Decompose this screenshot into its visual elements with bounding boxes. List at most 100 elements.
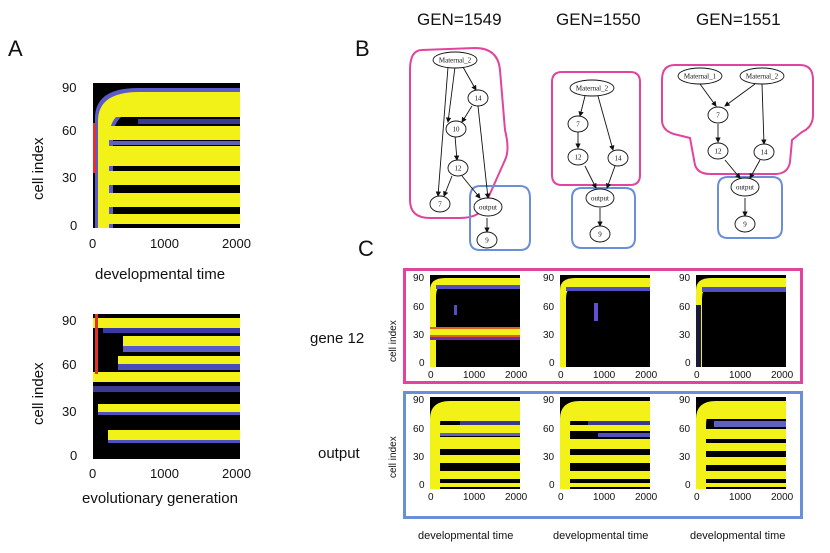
tick: 0 bbox=[428, 370, 434, 381]
network-1549-blue-group bbox=[469, 185, 531, 251]
node-maternal-2: Maternal_2 bbox=[739, 67, 785, 85]
panel-c-xlabel-1550: developmental time bbox=[553, 530, 649, 542]
tick: 30 bbox=[543, 330, 555, 341]
node-maternal-1: Maternal_1 bbox=[677, 67, 723, 85]
tick: 30 bbox=[62, 404, 77, 419]
panel-b-networks: Maternal_2 14 10 12 7 output 9 Maternal_… bbox=[409, 46, 814, 251]
tick: 60 bbox=[543, 424, 555, 435]
svg-text:12: 12 bbox=[715, 148, 723, 156]
svg-text:10: 10 bbox=[453, 126, 461, 134]
tick: 0 bbox=[685, 358, 691, 369]
tick: 0 bbox=[89, 236, 97, 251]
network-1551-magenta-group bbox=[661, 64, 814, 175]
svg-text:Maternal_2: Maternal_2 bbox=[576, 85, 609, 93]
network-1549-magenta-group bbox=[409, 46, 509, 219]
tick: 0 bbox=[694, 492, 700, 503]
svg-text:Maternal_2: Maternal_2 bbox=[746, 73, 779, 81]
tick: 2000 bbox=[505, 492, 528, 503]
tick: 0 bbox=[419, 358, 425, 369]
panel-a-top-heatmap bbox=[93, 83, 240, 228]
svg-text:14: 14 bbox=[615, 155, 623, 163]
node-14: 14 bbox=[607, 149, 629, 167]
tick: 90 bbox=[679, 395, 691, 406]
tick: 90 bbox=[413, 395, 425, 406]
panel-label-c: C bbox=[358, 236, 374, 261]
panel-c-xlabel-1549: developmental time bbox=[418, 530, 514, 542]
tick: 1000 bbox=[729, 370, 752, 381]
panel-a-top-xlabel: developmental time bbox=[95, 266, 226, 283]
node-output: output bbox=[585, 188, 615, 208]
node-output: output bbox=[730, 177, 760, 197]
panel-c-row2-ylabel: cell index bbox=[388, 436, 399, 478]
tick: 2000 bbox=[771, 492, 794, 503]
network-1550-blue-group bbox=[571, 187, 636, 249]
gen-label-1549: GEN=1549 bbox=[417, 10, 502, 29]
tick: 90 bbox=[543, 395, 555, 406]
svg-text:14: 14 bbox=[475, 95, 483, 103]
tick: 1000 bbox=[150, 236, 179, 251]
gen-label-1551: GEN=1551 bbox=[696, 10, 781, 29]
tick: 60 bbox=[543, 302, 555, 313]
svg-text:output: output bbox=[736, 184, 754, 192]
heatmap-output-1549 bbox=[430, 397, 520, 489]
row-label-output: output bbox=[318, 445, 360, 462]
heatmap-output-1551 bbox=[696, 397, 786, 489]
svg-text:7: 7 bbox=[438, 201, 442, 209]
panel-c-row1-ylabel: cell index bbox=[388, 320, 399, 362]
tick: 1000 bbox=[729, 492, 752, 503]
tick: 60 bbox=[62, 123, 77, 138]
svg-text:output: output bbox=[591, 195, 609, 203]
tick: 60 bbox=[679, 424, 691, 435]
node-9: 9 bbox=[589, 225, 611, 243]
svg-text:9: 9 bbox=[598, 231, 602, 239]
tick: 60 bbox=[679, 302, 691, 313]
node-9: 9 bbox=[734, 215, 756, 233]
panel-a-bottom-xlabel: evolutionary generation bbox=[82, 490, 238, 507]
tick: 0 bbox=[428, 492, 434, 503]
tick: 0 bbox=[558, 370, 564, 381]
tick: 30 bbox=[679, 452, 691, 463]
tick: 0 bbox=[419, 480, 425, 491]
tick: 0 bbox=[694, 370, 700, 381]
tick: 90 bbox=[62, 80, 77, 95]
tick: 0 bbox=[558, 492, 564, 503]
tick: 2000 bbox=[771, 370, 794, 381]
panel-c-output-frame bbox=[403, 391, 803, 519]
tick: 30 bbox=[679, 330, 691, 341]
tick: 0 bbox=[89, 466, 97, 481]
tick: 60 bbox=[413, 302, 425, 313]
node-output: output bbox=[473, 197, 503, 217]
heatmap-gene12-1551 bbox=[696, 275, 786, 367]
svg-text:7: 7 bbox=[716, 112, 720, 120]
svg-text:Maternal_2: Maternal_2 bbox=[439, 57, 472, 65]
tick: 2000 bbox=[635, 370, 658, 381]
tick: 2000 bbox=[222, 466, 251, 481]
row-label-gene-12: gene 12 bbox=[310, 330, 365, 347]
panel-c-xlabel-1551: developmental time bbox=[690, 530, 786, 542]
panel-a-bottom-heatmap bbox=[93, 314, 240, 459]
tick: 1000 bbox=[463, 492, 486, 503]
tick: 1000 bbox=[463, 370, 486, 381]
gen-label-1550: GEN=1550 bbox=[556, 10, 641, 29]
svg-text:7: 7 bbox=[576, 121, 580, 129]
heatmap-gene12-1550 bbox=[560, 275, 650, 367]
tick: 30 bbox=[413, 330, 425, 341]
tick: 0 bbox=[549, 358, 555, 369]
tick: 1000 bbox=[593, 370, 616, 381]
tick: 1000 bbox=[593, 492, 616, 503]
node-14: 14 bbox=[753, 143, 775, 161]
tick: 60 bbox=[413, 424, 425, 435]
node-maternal-2: Maternal_2 bbox=[432, 51, 478, 69]
tick: 0 bbox=[70, 218, 78, 233]
tick: 2000 bbox=[222, 236, 251, 251]
tick: 90 bbox=[62, 313, 77, 328]
tick: 2000 bbox=[635, 492, 658, 503]
tick: 0 bbox=[70, 448, 78, 463]
tick: 30 bbox=[543, 452, 555, 463]
svg-text:12: 12 bbox=[575, 154, 583, 162]
svg-text:9: 9 bbox=[743, 221, 747, 229]
tick: 90 bbox=[413, 273, 425, 284]
node-maternal-2: Maternal_2 bbox=[569, 79, 615, 97]
node-12: 12 bbox=[707, 142, 729, 160]
node-7: 7 bbox=[707, 106, 729, 124]
